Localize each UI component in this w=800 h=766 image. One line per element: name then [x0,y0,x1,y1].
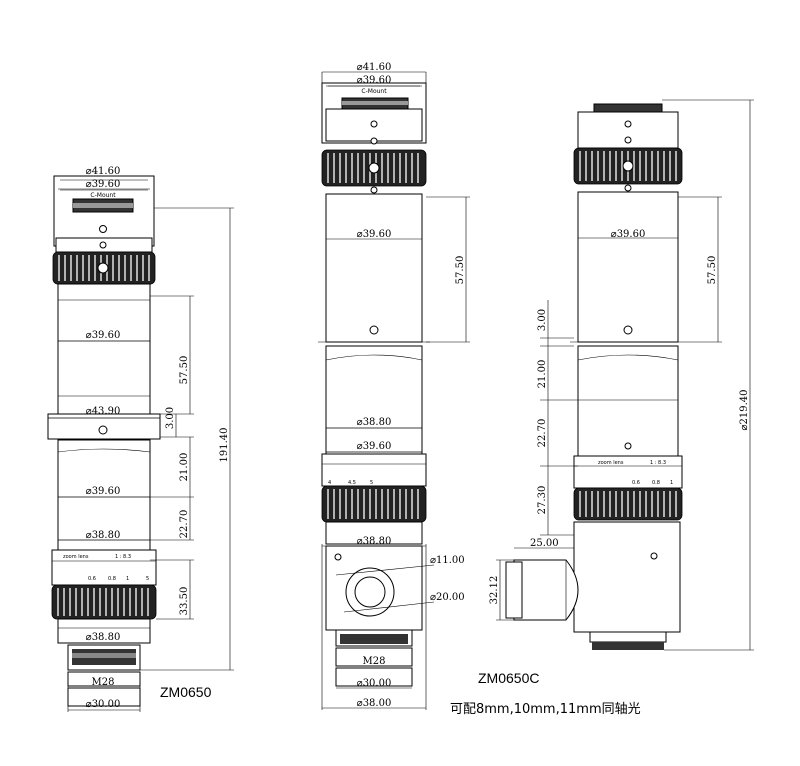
thread-label: M28 [92,677,115,688]
scale-1: 0.8 [652,480,660,486]
coaxial-block [573,521,681,633]
dim-base: ⌀30.00 [86,699,121,710]
scale-0: 0.6 [88,576,96,582]
dim-top-inner: ⌀39.60 [357,75,392,86]
dim-foot: ⌀38.00 [357,698,392,709]
scale-3: 5 [146,576,149,582]
dim-top-inner: ⌀39.60 [86,179,121,190]
dim-base: ⌀30.00 [357,678,392,689]
scale-2: 5 [370,480,373,486]
len-total: ⌀219.40 [739,389,750,430]
dim-body: ⌀39.60 [611,229,646,240]
dim-port-inner: ⌀11.00 [430,555,465,566]
lens-zm0650: ⌀41.60 ⌀39.60 C-Mount ⌀39.60 ⌀43.90 ⌀39.… [47,166,234,712]
dim-body: ⌀39.60 [86,330,121,341]
len-32: 32.12 [489,576,500,605]
len-57: 57.50 [707,256,718,285]
dim-zoom: ⌀39.60 [86,486,121,497]
mount-label: C-Mount [90,192,116,199]
len-21: 21.00 [537,360,548,389]
scale-2: 1 [126,576,129,582]
lens-body [325,193,423,343]
zoom-scale-ring [321,453,427,487]
lens-zm0650c: ⌀41.60 ⌀39.60 C-Mount ⌀39.60 ⌀38.80 ⌀39.… [318,62,641,717]
zoom-knurled-ring [321,485,427,523]
scale-1: 4.5 [348,480,356,486]
len-3: 3.00 [537,309,548,331]
dim-body: ⌀39.60 [357,229,392,240]
lower-body [325,345,423,455]
thread-label: M28 [363,656,386,667]
coaxial-port-inner [354,576,386,608]
dim-zoom: ⌀39.60 [357,441,392,452]
zoom-knurled-ring [51,584,157,620]
model-zm0650c: ZM0650C [478,670,539,686]
dim-cube: ⌀38.80 [357,536,392,547]
dim-top-outer: ⌀41.60 [357,62,392,73]
zoom-ratio: 1 : 8.3 [115,554,131,560]
len-25: 25.00 [530,538,559,549]
dim-lower: ⌀38.80 [357,417,392,428]
len-27: 27.30 [537,486,548,515]
zoom-scale-ring [573,455,683,489]
side-port [513,559,579,621]
len-57: 57.50 [455,256,466,285]
zoom-ratio: 1 : 8.3 [650,460,666,466]
dim-lower: ⌀38.80 [86,530,121,541]
scale-1: 0.8 [108,576,116,582]
lens-right: ⌀39.60 zoom lens 1 : 8.3 0.6 0.8 1 57.50… [489,99,754,651]
len-22: 22.70 [179,510,190,539]
model-zm0650: ZM0650 [160,684,212,700]
coaxial-note: 可配8mm,10mm,11mm同轴光 [450,702,641,717]
len-21: 21.00 [179,453,190,482]
scale-0: 4 [328,480,331,486]
len-33: 33.50 [179,587,190,616]
lower-body [577,345,679,457]
mount-label: C-Mount [361,88,387,95]
len-total: 191.40 [219,428,230,463]
scale-0: 0.6 [632,480,640,486]
len-22: 22.70 [537,419,548,448]
dim-collar: ⌀43.90 [86,406,121,417]
lens-body [57,283,151,415]
zoom-lens-label: zoom lens [598,460,624,466]
dim-bottom: ⌀38.80 [86,632,121,643]
zoom-scale-ring [51,549,157,586]
scale-2: 1 [670,480,673,486]
len-3: 3.00 [165,407,176,429]
dim-port-outer: ⌀20.00 [430,592,465,603]
dim-top-outer: ⌀41.60 [86,166,121,177]
len-57: 57.50 [179,356,190,385]
lens-body [577,191,679,343]
zoom-lens-label: zoom lens [63,554,89,560]
